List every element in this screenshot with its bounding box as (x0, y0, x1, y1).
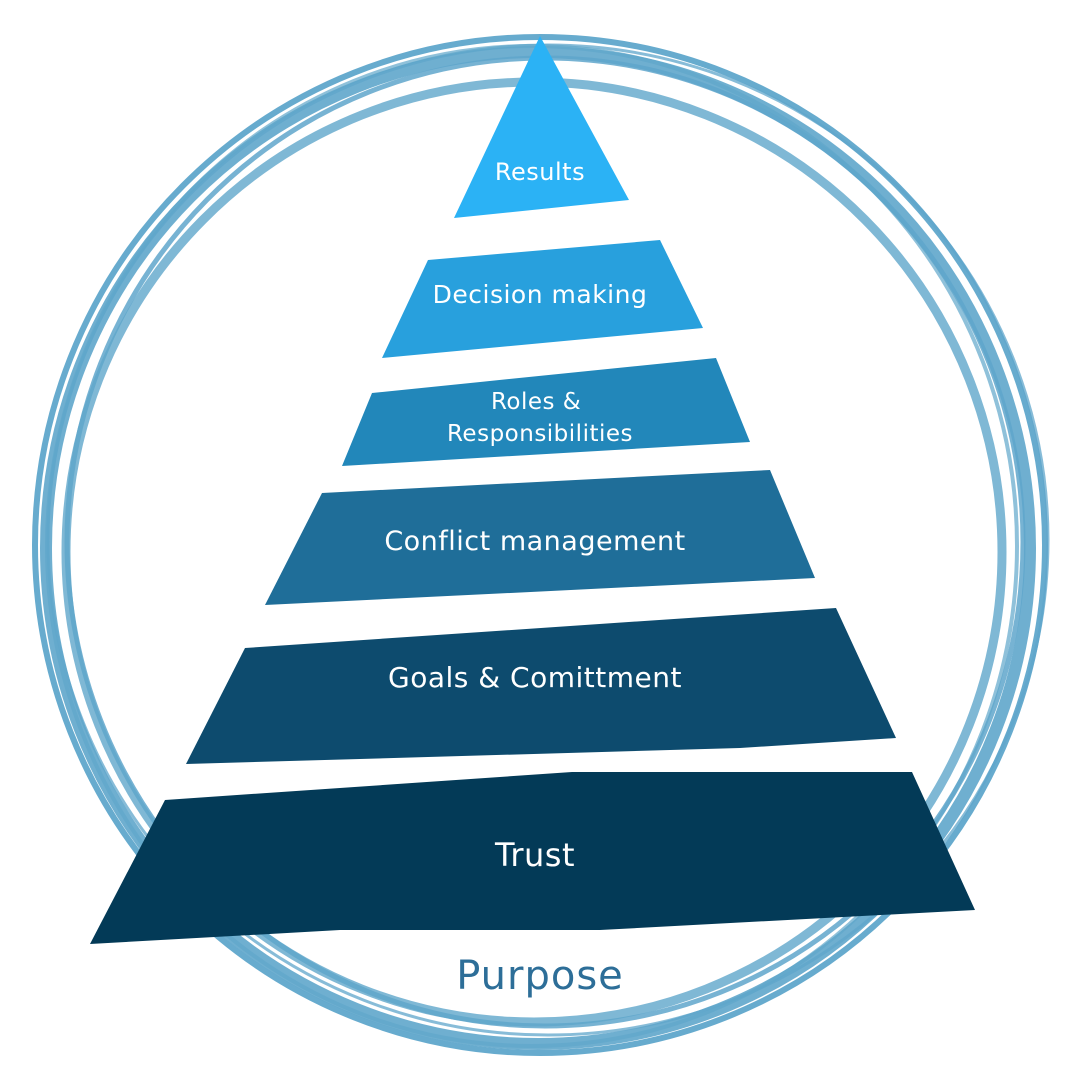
tier-shape (342, 358, 750, 466)
tier-shape (265, 470, 815, 605)
tier-label: Conflict management (384, 526, 685, 557)
tier-label: Roles & Responsibilities (447, 389, 633, 447)
pyramid-tier-conflict-management: Conflict management (265, 470, 815, 605)
tier-label: Decision making (433, 280, 648, 309)
tier-label-line: Responsibilities (447, 421, 633, 447)
tier-label: Trust (494, 836, 575, 874)
tier-label-line: Trust (494, 836, 575, 874)
tier-label: Goals & Comittment (388, 661, 682, 694)
tier-label-line: Roles & (491, 389, 581, 415)
tier-shape (186, 608, 896, 764)
tier-shape (454, 36, 629, 218)
tier-label-line: Results (495, 158, 585, 186)
tier-label-line: Decision making (433, 280, 648, 309)
pyramid-tier-results: Results (454, 36, 629, 218)
tier-label-line: Goals & Comittment (388, 661, 682, 694)
tier-label: Results (495, 158, 585, 186)
pyramid-tier-decision-making: Decision making (382, 240, 703, 358)
tier-label-line: Conflict management (384, 526, 685, 557)
purpose-label: Purpose (456, 953, 624, 999)
pyramid-tier-roles-responsibilities: Roles & Responsibilities (342, 358, 750, 466)
tier-shape (90, 772, 975, 944)
pyramid-tier-trust: Trust (90, 772, 975, 944)
pyramid-tier-goals-commitment: Goals & Comittment (186, 608, 896, 764)
tier-shape (382, 240, 703, 358)
ring-stroke (45, 44, 1019, 1048)
